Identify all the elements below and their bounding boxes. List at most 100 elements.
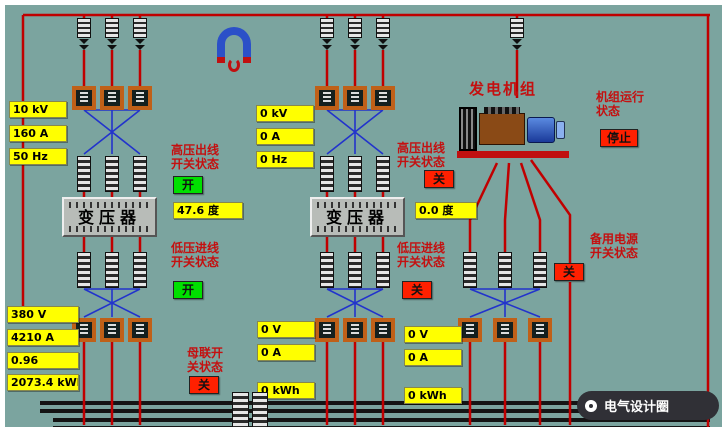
chevron-down-icon bbox=[79, 39, 89, 44]
radiator-icon bbox=[459, 107, 477, 151]
meter-lv-left-v: 380 V bbox=[7, 306, 79, 323]
status-bus-tie: 关 bbox=[189, 376, 219, 394]
breaker-body bbox=[348, 18, 362, 38]
breaker-icon[interactable] bbox=[509, 18, 525, 50]
status-hv-left: 开 bbox=[173, 176, 203, 194]
breaker-body bbox=[376, 18, 390, 38]
magnet-pole-left bbox=[217, 57, 225, 63]
switch-icon[interactable] bbox=[528, 318, 552, 342]
wiring-layer bbox=[21, 13, 710, 427]
alternator-cap-icon bbox=[556, 121, 565, 139]
label-hv-mid-switch: 高压出线开关状态 bbox=[397, 141, 446, 169]
breaker-body bbox=[133, 18, 147, 38]
chevron-down-icon bbox=[350, 39, 360, 44]
breaker-icon[interactable] bbox=[132, 18, 148, 50]
switch-icon[interactable] bbox=[100, 86, 124, 110]
meter-lv-left-pf: 0.96 bbox=[7, 352, 79, 369]
bus-tie-breaker-stack[interactable] bbox=[232, 392, 268, 427]
breaker-icon[interactable] bbox=[533, 252, 547, 288]
meter-lv-mid2-kwh: 0 kWh bbox=[404, 387, 462, 404]
chevron-down-icon bbox=[135, 45, 145, 50]
breaker-icon[interactable] bbox=[348, 252, 362, 288]
switch-icon[interactable] bbox=[72, 86, 96, 110]
logo-icon bbox=[585, 399, 597, 412]
switch-icon[interactable] bbox=[493, 318, 517, 342]
breaker-column bbox=[232, 392, 249, 427]
skid-base-icon bbox=[457, 151, 569, 158]
switch-icon[interactable] bbox=[128, 318, 152, 342]
breaker-icon[interactable] bbox=[463, 252, 477, 288]
status-lv-left: 开 bbox=[173, 281, 203, 299]
switch-icon[interactable] bbox=[315, 318, 339, 342]
meter-hv-mid-hz: 0 Hz bbox=[256, 151, 314, 168]
engine-icon bbox=[479, 107, 525, 145]
chevron-down-icon bbox=[135, 39, 145, 44]
breaker-icon[interactable] bbox=[376, 156, 390, 192]
transformer-label: 变压器 bbox=[325, 207, 389, 227]
meter-lv-mid1-v: 0 V bbox=[257, 321, 315, 338]
bus-bars bbox=[40, 401, 710, 427]
breaker-body bbox=[105, 18, 119, 38]
magnet-pole-right bbox=[243, 57, 251, 63]
label-lv-left-switch: 低压进线开关状态 bbox=[171, 241, 220, 269]
breaker-icon[interactable] bbox=[105, 252, 119, 288]
label-hv-left-switch: 高压出线开关状态 bbox=[171, 143, 220, 171]
winding-ticks bbox=[317, 202, 398, 208]
chevron-down-icon bbox=[512, 39, 522, 44]
alternator-icon bbox=[527, 117, 555, 143]
status-hv-mid: 关 bbox=[424, 170, 454, 188]
label-lv-mid-switch: 低压进线开关状态 bbox=[397, 241, 446, 269]
transformer-2[interactable]: 变压器 bbox=[310, 197, 405, 237]
meter-hv-left-kv: 10 kV bbox=[9, 101, 67, 118]
switch-icon[interactable] bbox=[343, 318, 367, 342]
breaker-icon[interactable] bbox=[133, 252, 147, 288]
breaker-icon[interactable] bbox=[348, 156, 362, 192]
breaker-icon[interactable] bbox=[347, 18, 363, 50]
breaker-icon[interactable] bbox=[77, 252, 91, 288]
switch-icon[interactable] bbox=[371, 318, 395, 342]
magnet-icon bbox=[215, 27, 255, 73]
label-genset-status: 机组运行状态 bbox=[596, 90, 645, 118]
breaker-icon[interactable] bbox=[320, 252, 334, 288]
breaker-body bbox=[510, 18, 524, 38]
switch-icon[interactable] bbox=[100, 318, 124, 342]
meter-hv-mid-a: 0 A bbox=[256, 128, 314, 145]
watermark-text: 电气设计圈 bbox=[604, 400, 670, 415]
breaker-icon[interactable] bbox=[76, 18, 92, 50]
breaker-icon[interactable] bbox=[320, 156, 334, 192]
chevron-down-icon bbox=[350, 45, 360, 50]
switch-icon[interactable] bbox=[128, 86, 152, 110]
label-backup-switch: 备用电源开关状态 bbox=[590, 232, 639, 260]
magnet-hook bbox=[228, 58, 240, 72]
breaker-icon[interactable] bbox=[104, 18, 120, 50]
meter-lv-mid2-a: 0 A bbox=[404, 349, 462, 366]
switch-icon[interactable] bbox=[315, 86, 339, 110]
watermark: 电气设计圈 bbox=[577, 391, 719, 420]
chevron-down-icon bbox=[107, 45, 117, 50]
chevron-down-icon bbox=[512, 45, 522, 50]
breaker-icon[interactable] bbox=[77, 156, 91, 192]
breaker-icon[interactable] bbox=[498, 252, 512, 288]
meter-lv-mid2-v: 0 V bbox=[404, 326, 462, 343]
meter-lv-mid1-a: 0 A bbox=[257, 344, 315, 361]
winding-ticks bbox=[317, 226, 398, 232]
blue-wires bbox=[83, 109, 541, 318]
switch-icon[interactable] bbox=[343, 86, 367, 110]
breaker-icon[interactable] bbox=[375, 18, 391, 50]
transformer-1[interactable]: 变压器 bbox=[62, 197, 157, 237]
chevron-down-icon bbox=[378, 39, 388, 44]
chevron-down-icon bbox=[322, 45, 332, 50]
breaker-icon[interactable] bbox=[105, 156, 119, 192]
transformer-2-temp: 0.0 度 bbox=[415, 202, 477, 219]
chevron-down-icon bbox=[107, 39, 117, 44]
switch-icon[interactable] bbox=[371, 86, 395, 110]
breaker-icon[interactable] bbox=[133, 156, 147, 192]
breaker-icon[interactable] bbox=[319, 18, 335, 50]
meter-lv-left-kwh: 2073.4 kWh bbox=[7, 374, 79, 391]
breaker-body bbox=[320, 18, 334, 38]
meter-hv-left-hz: 50 Hz bbox=[9, 148, 67, 165]
breaker-icon[interactable] bbox=[376, 252, 390, 288]
generator-icon[interactable] bbox=[457, 97, 575, 163]
chevron-down-icon bbox=[378, 45, 388, 50]
